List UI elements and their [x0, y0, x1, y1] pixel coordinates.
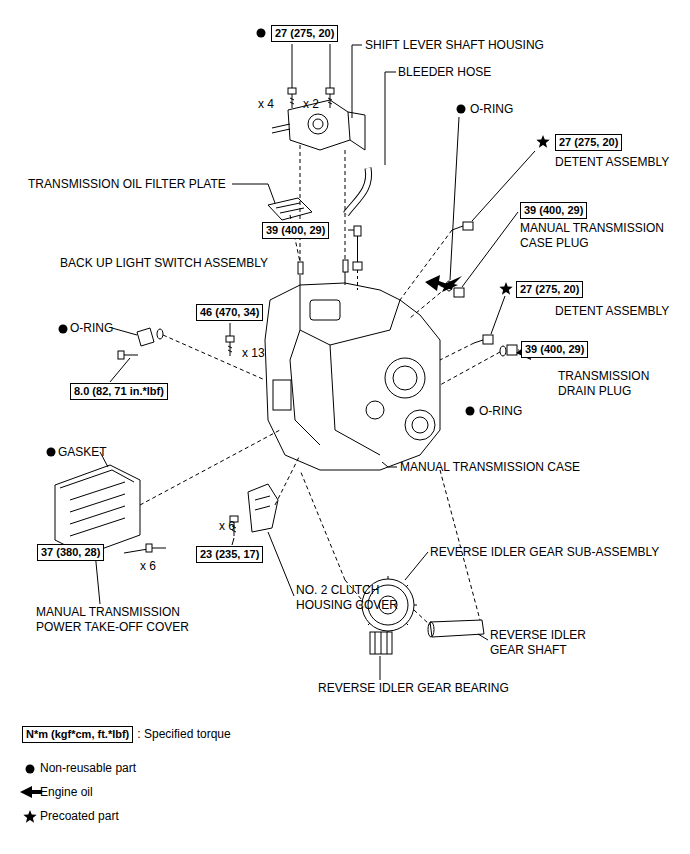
torque-value: N*m (kgf*cm, ft.*lbf)	[26, 728, 129, 740]
torque-value: 23 (235, 17)	[200, 548, 259, 560]
torque-box: 27 (275, 20)	[271, 25, 338, 42]
part-label: REVERSE IDLER GEAR BEARING	[318, 681, 509, 696]
quantity-label: x 6	[219, 519, 235, 534]
torque-box: N*m (kgf*cm, ft.*lbf)	[22, 726, 133, 743]
part-label: O-RING	[479, 404, 522, 419]
part-label: MANUAL TRANSMISSION CASE PLUG	[520, 221, 670, 251]
legend-text: Precoated part	[40, 809, 119, 824]
torque-box: 37 (380, 28)	[37, 544, 104, 561]
part-label: DETENT ASSEMBLY	[555, 155, 669, 170]
torque-value: 46 (470, 34)	[200, 306, 259, 318]
part-label: TRANSMISSION DRAIN PLUG	[558, 369, 658, 399]
part-label: GASKET	[58, 445, 107, 460]
part-label: BLEEDER HOSE	[398, 65, 491, 80]
torque-value: 39 (400, 29)	[525, 343, 584, 355]
part-label: DETENT ASSEMBLY	[555, 304, 669, 319]
legend-text: Engine oil	[40, 785, 93, 800]
torque-box: 39 (400, 29)	[521, 341, 588, 358]
quantity-label: x 4	[258, 97, 274, 112]
torque-value: 8.0 (82, 71 in.*lbf)	[74, 385, 164, 397]
part-label: MANUAL TRANSMISSION CASE	[400, 460, 580, 475]
torque-box: 23 (235, 17)	[196, 546, 263, 563]
part-label: O-RING	[470, 102, 513, 117]
quantity-label: x 2	[303, 97, 319, 112]
torque-box: 39 (400, 29)	[520, 202, 587, 219]
part-label: BACK UP LIGHT SWITCH ASSEMBLY	[60, 256, 268, 271]
quantity-label: x 6	[140, 559, 156, 574]
part-label: NO. 2 CLUTCH HOUSING COVER	[296, 583, 406, 613]
torque-value: 39 (400, 29)	[266, 224, 325, 236]
torque-box: 27 (275, 20)	[516, 281, 583, 298]
part-label: TRANSMISSION OIL FILTER PLATE	[28, 177, 226, 192]
part-label: O-RING	[70, 321, 113, 336]
legend-text: Non-reusable part	[40, 761, 136, 776]
legend-text: : Specified torque	[137, 727, 230, 742]
torque-value: 27 (275, 20)	[559, 136, 618, 148]
torque-value: 27 (275, 20)	[520, 283, 579, 295]
torque-value: 37 (380, 28)	[41, 546, 100, 558]
torque-box: 46 (470, 34)	[196, 304, 263, 321]
quantity-label: x 13	[242, 346, 265, 361]
torque-box: 27 (275, 20)	[555, 134, 622, 151]
part-label: MANUAL TRANSMISSION POWER TAKE-OFF COVER	[36, 605, 206, 635]
torque-box: 39 (400, 29)	[262, 222, 329, 239]
torque-value: 27 (275, 20)	[275, 27, 334, 39]
part-label: SHIFT LEVER SHAFT HOUSING	[365, 38, 544, 53]
part-label: REVERSE IDLER GEAR SHAFT	[490, 628, 600, 658]
part-label: REVERSE IDLER GEAR SUB-ASSEMBLY	[430, 545, 659, 560]
torque-value: 39 (400, 29)	[524, 204, 583, 216]
torque-box: 8.0 (82, 71 in.*lbf)	[70, 383, 168, 400]
